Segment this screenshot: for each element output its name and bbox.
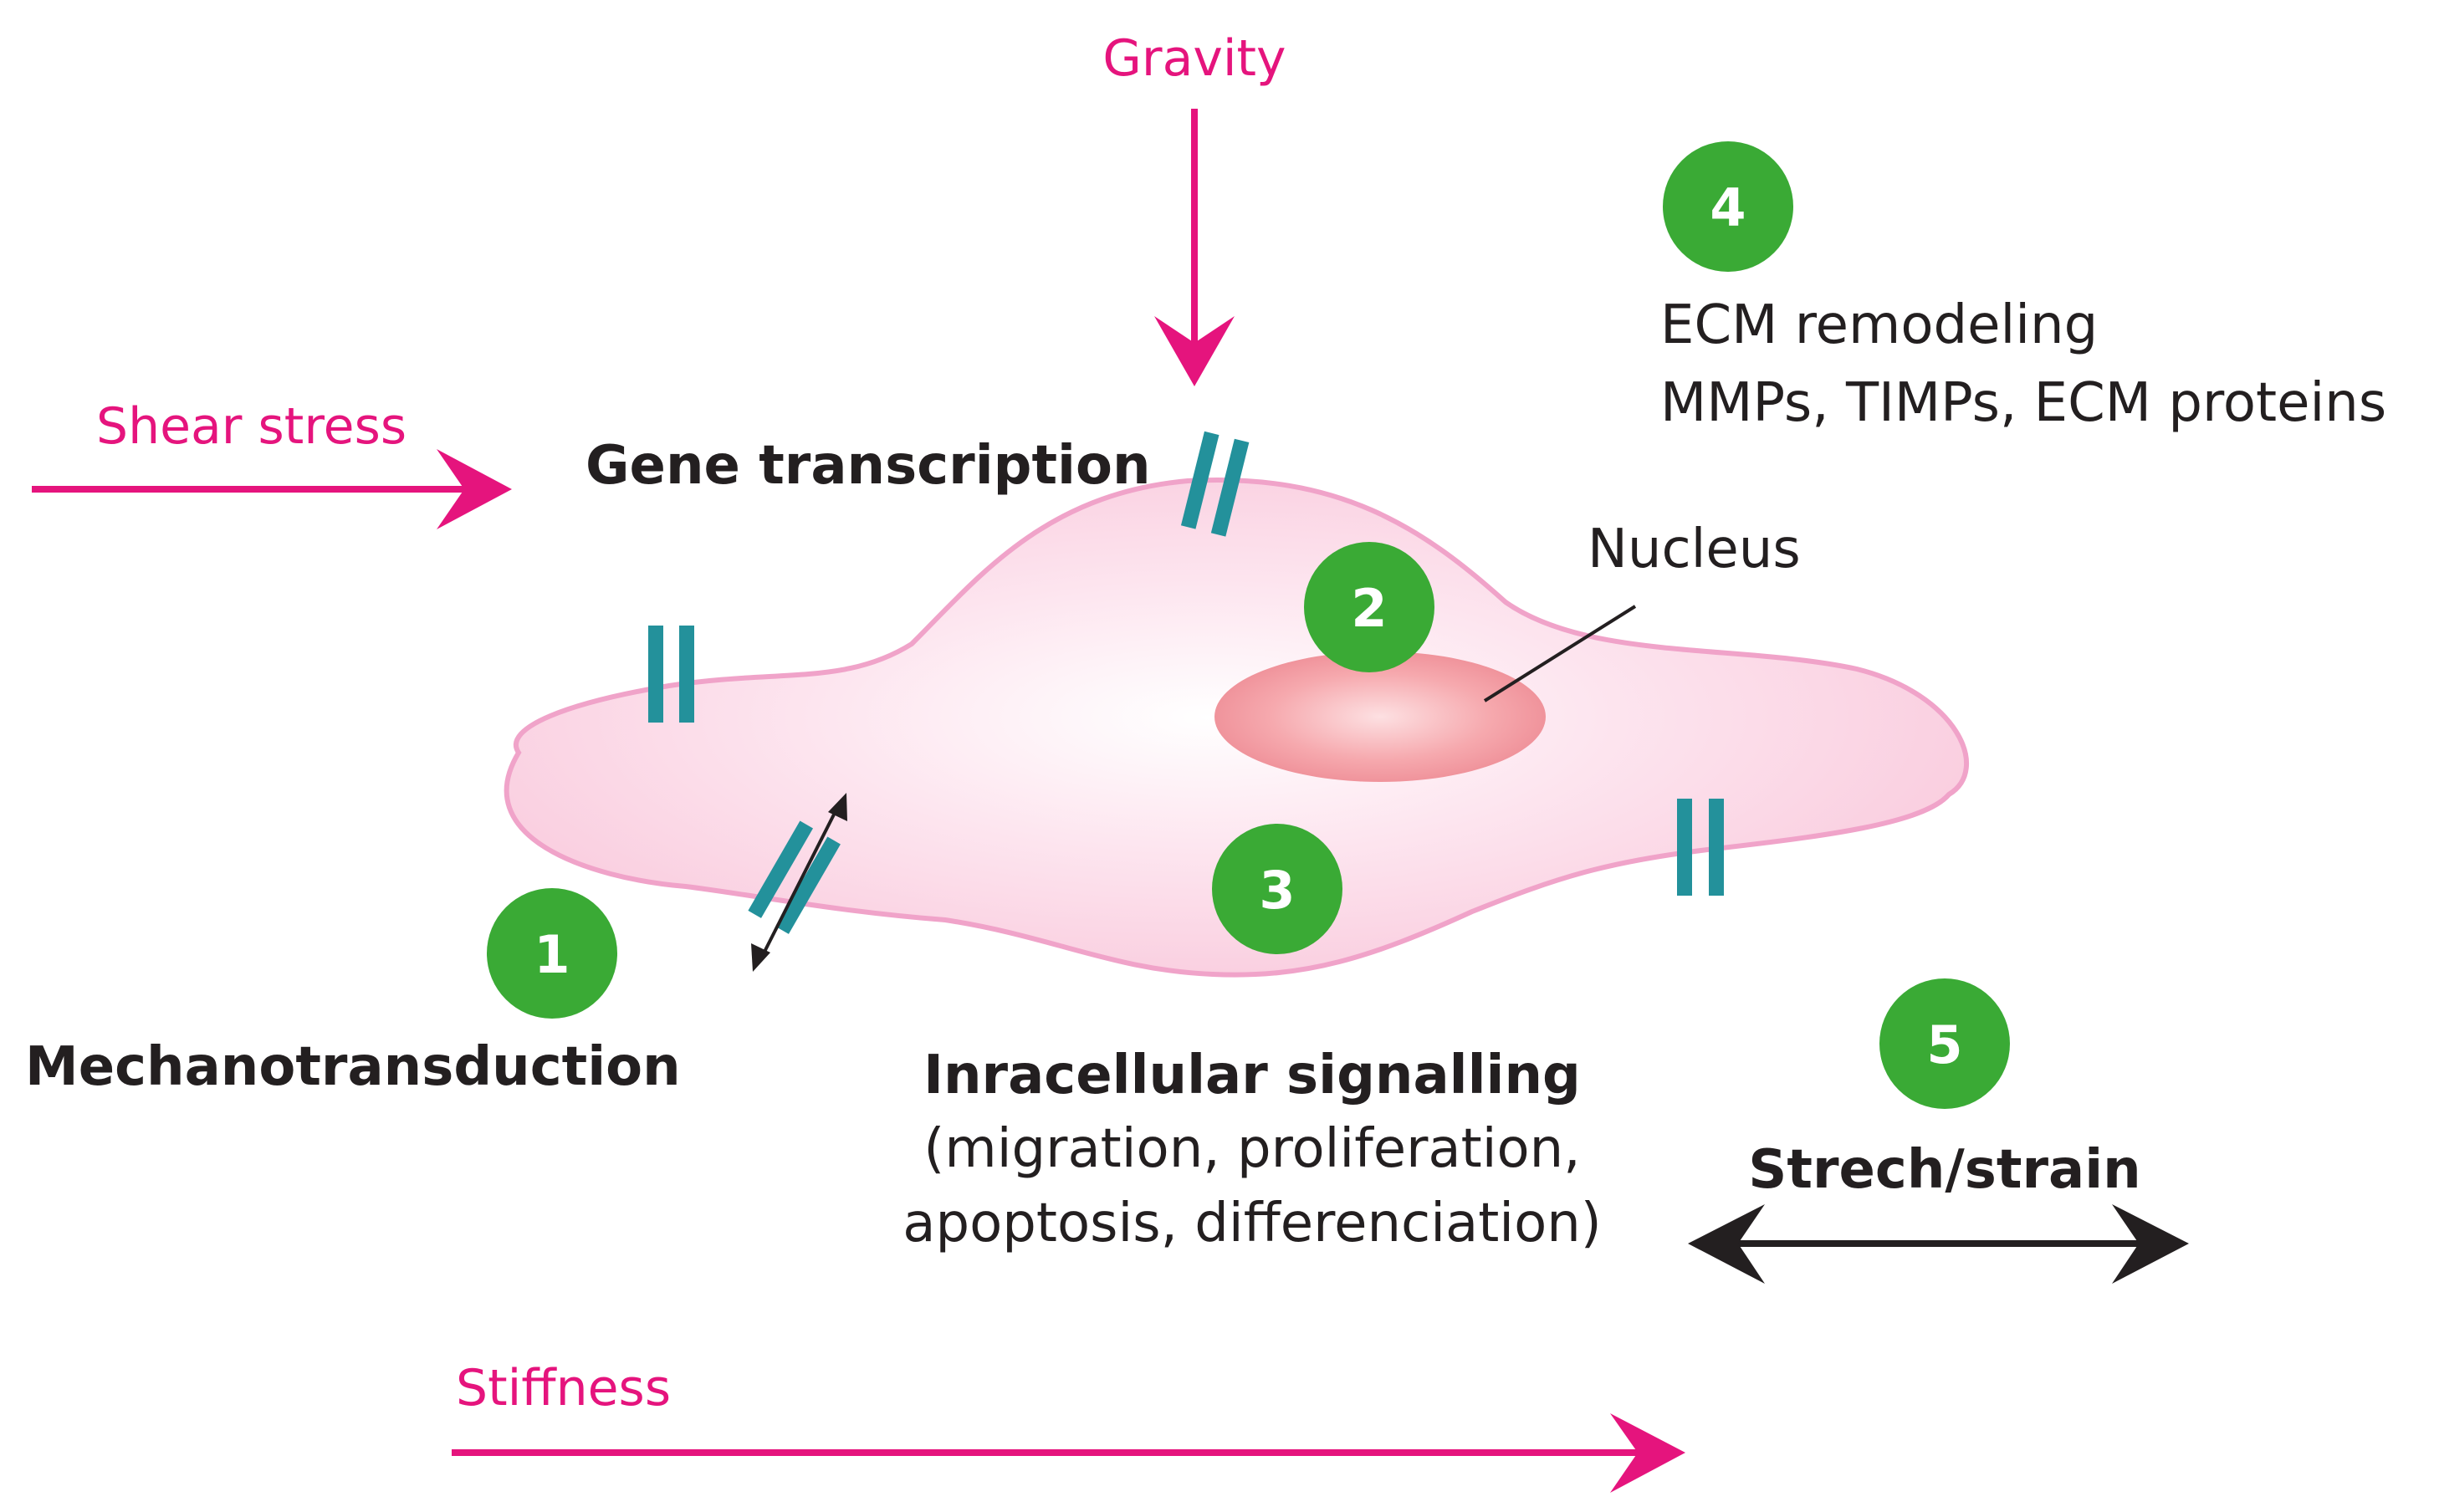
gene-transcription-label: Gene transcription <box>585 435 1151 497</box>
mechanotransduction-label: Mechanotransduction <box>25 1036 681 1098</box>
badge-4: 4 <box>1663 141 1793 272</box>
badge-1: 1 <box>487 888 617 1019</box>
svg-text:2: 2 <box>1351 578 1387 639</box>
svg-text:4: 4 <box>1710 177 1746 238</box>
receptor-top <box>1180 431 1250 537</box>
receptor-right <box>1677 799 1724 896</box>
gravity-arrow <box>1154 109 1235 386</box>
receptor-bottom-left <box>748 820 841 934</box>
intracellular-signalling-line1: (migration, proliferation, <box>923 1118 1580 1180</box>
ecm-proteins-label: MMPs, TIMPs, ECM proteins <box>1660 372 2386 434</box>
svg-text:3: 3 <box>1259 860 1295 921</box>
svg-text:1: 1 <box>534 924 570 985</box>
svg-text:5: 5 <box>1926 1014 1962 1075</box>
shear-stress-arrow <box>32 449 512 529</box>
badge-3: 3 <box>1212 824 1342 954</box>
gravity-label: Gravity <box>1102 29 1286 88</box>
badge-5: 5 <box>1879 978 2010 1109</box>
receptor-left <box>648 626 694 723</box>
stiffness-label: Stiffness <box>456 1359 671 1418</box>
receptor-stretch-arrow <box>751 793 847 972</box>
nucleus-pointer-line <box>1483 605 1637 702</box>
intracellular-signalling-line2: apoptosis, differenciation) <box>902 1193 1602 1254</box>
ecm-remodeling-label: ECM remodeling <box>1660 294 2098 356</box>
nucleus <box>1214 651 1546 782</box>
stretch-strain-label: Strech/strain <box>1748 1139 2140 1201</box>
shear-stress-label: Shear stress <box>96 397 406 456</box>
stretch-strain-arrow <box>1688 1204 2189 1284</box>
nucleus-label: Nucleus <box>1588 518 1801 580</box>
intracellular-signalling-title: Inracellular signalling <box>923 1045 1581 1106</box>
badge-2: 2 <box>1304 542 1434 672</box>
stiffness-arrow <box>452 1413 1685 1493</box>
